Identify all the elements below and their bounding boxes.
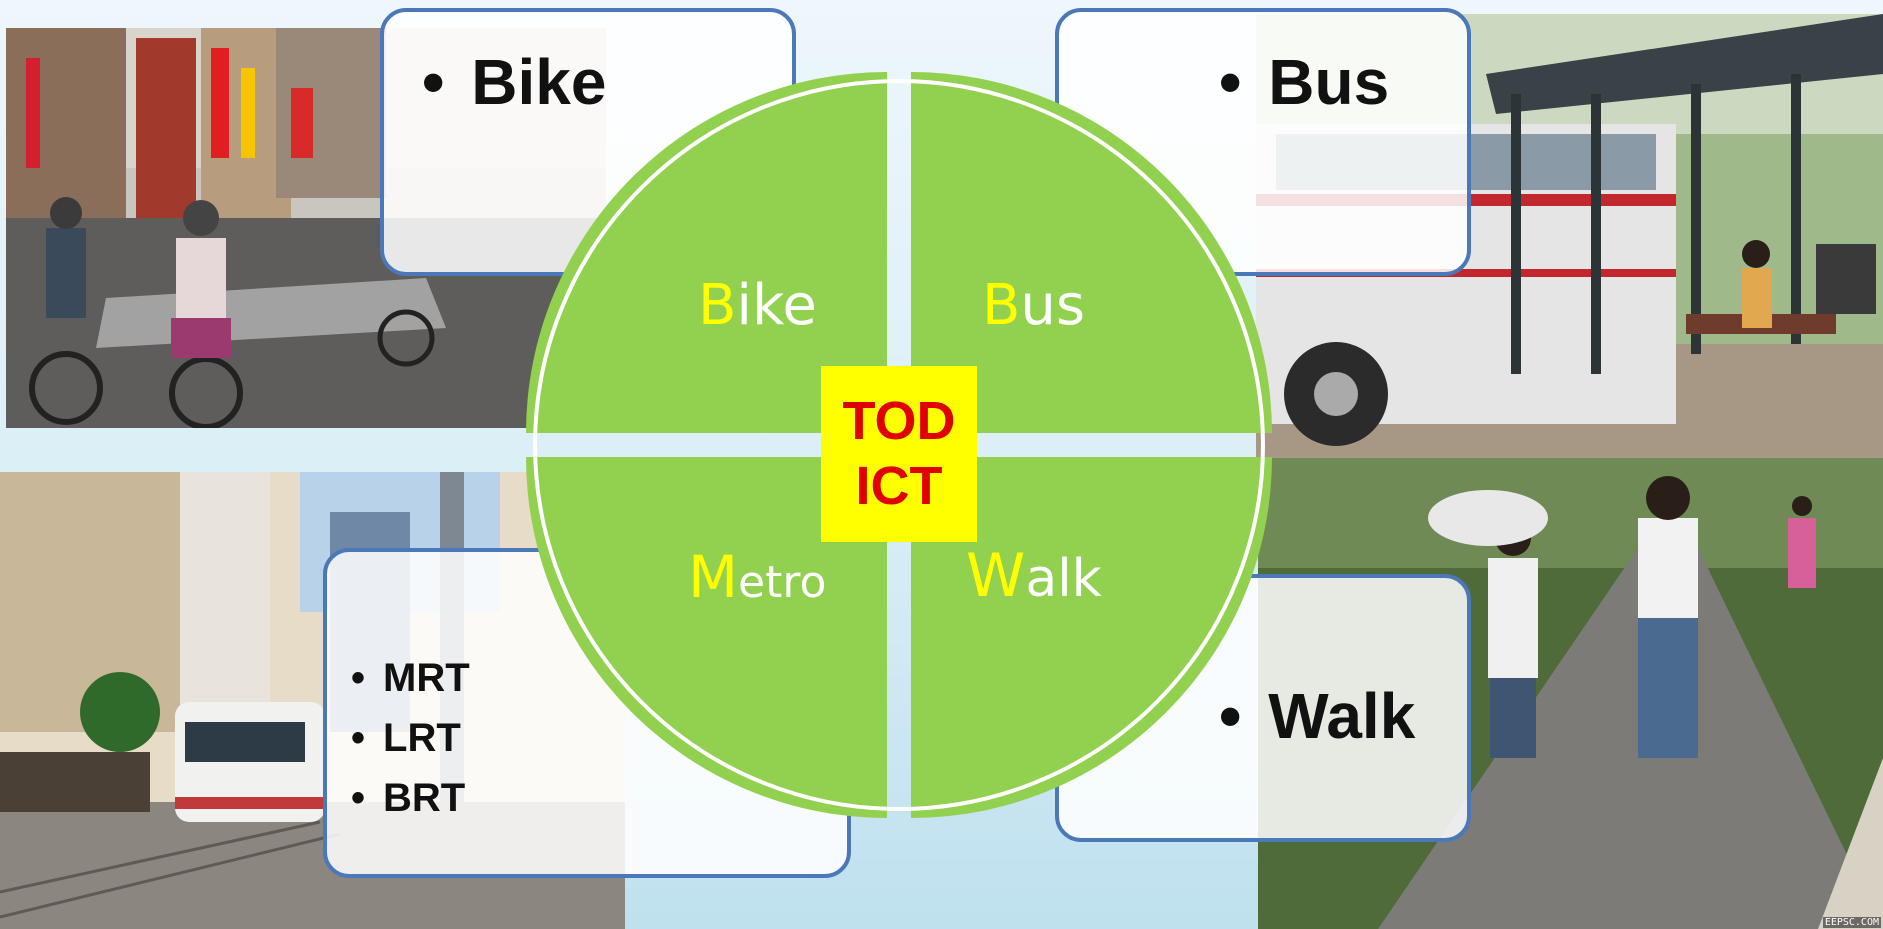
label-rest: ike	[736, 273, 817, 338]
center-line-ict: ICT	[855, 456, 943, 516]
bus-card-text: •Bus	[1219, 50, 1389, 114]
list-item: • LRT	[351, 718, 470, 758]
metro-list: • MRT • LRT • BRT	[351, 658, 470, 838]
list-item: • MRT	[351, 658, 470, 698]
highlight-letter: W	[966, 541, 1026, 611]
list-item: • BRT	[351, 778, 470, 818]
quadrant-bus	[911, 72, 1272, 433]
watermark-text: EEPSC.COM	[1822, 917, 1881, 928]
quadrant-label-bike: Bike	[698, 278, 817, 334]
bus-card-label: Bus	[1268, 46, 1390, 118]
bullet-icon: •	[1219, 46, 1242, 118]
bullet-icon: •	[422, 46, 445, 118]
walk-card-text: •Walk	[1219, 684, 1415, 748]
highlight-letter: B	[698, 273, 737, 338]
center-line-tod: TOD	[842, 391, 956, 452]
bullet-icon: •	[351, 656, 366, 700]
highlight-letter: M	[688, 543, 739, 611]
metro-item-lrt: LRT	[383, 716, 461, 760]
quadrant-label-walk: Walk	[966, 546, 1102, 606]
label-rest: alk	[1025, 549, 1102, 609]
highlight-letter: B	[982, 273, 1021, 338]
bullet-icon: •	[351, 716, 366, 760]
metro-item-brt: BRT	[383, 776, 466, 820]
quadrant-label-bus: Bus	[982, 278, 1085, 334]
quadrant-walk	[911, 457, 1272, 818]
bike-card-label: Bike	[471, 46, 607, 118]
quadrant-bike	[526, 72, 887, 433]
circle-outline	[533, 79, 1265, 811]
metro-item-mrt: MRT	[383, 656, 470, 700]
walk-card-label: Walk	[1268, 680, 1416, 752]
quadrant-metro	[526, 457, 887, 818]
pedestrian-path-photo	[1258, 458, 1883, 929]
bullet-icon: •	[351, 776, 366, 820]
center-tod-ict-box: TOD ICT	[821, 366, 977, 542]
label-rest: etro	[738, 557, 827, 608]
label-rest: us	[1020, 273, 1086, 338]
bullet-icon: •	[1219, 680, 1242, 752]
bike-card-text: •Bike	[422, 50, 606, 114]
quadrant-label-metro: Metro	[688, 548, 826, 606]
